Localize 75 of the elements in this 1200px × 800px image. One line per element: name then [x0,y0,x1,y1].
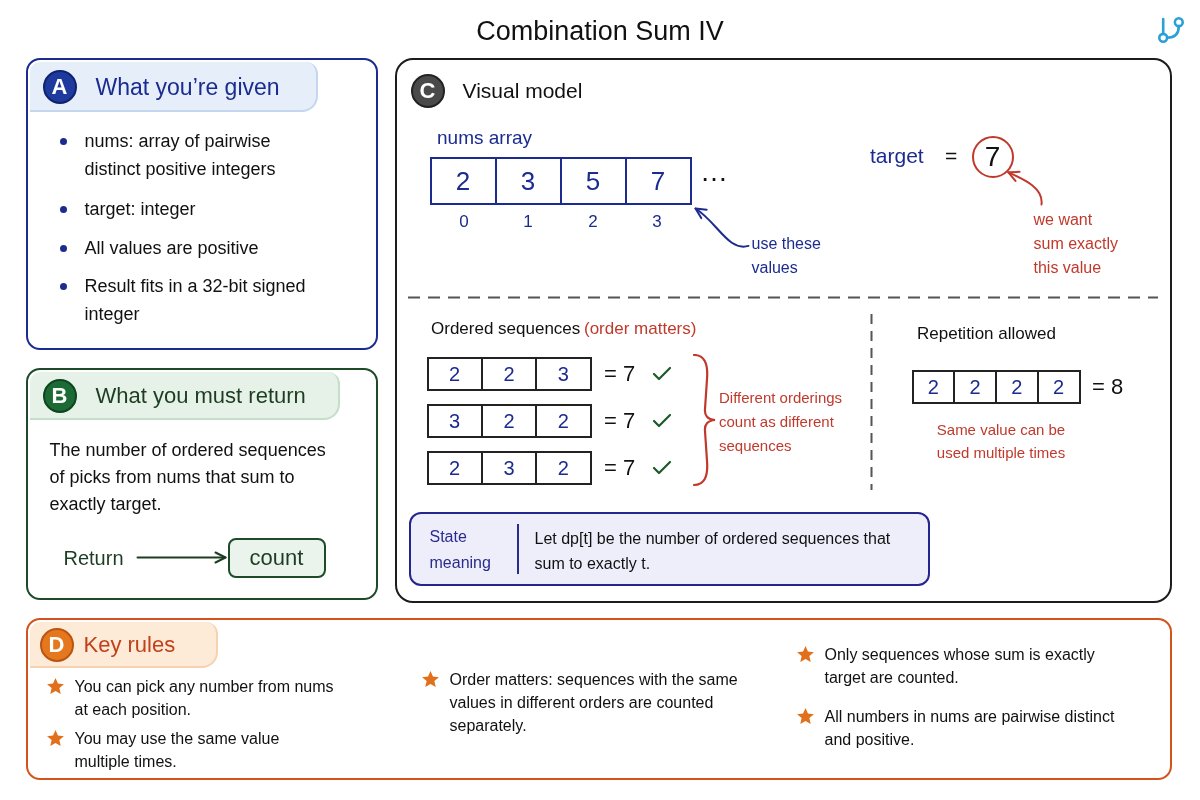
info-panel [26,368,378,600]
header-tab [29,61,318,112]
array-cell: 2 [995,371,1037,402]
array-cell: 2 [480,358,536,389]
section-title: Key rules [83,630,176,659]
index-number: 3 [651,211,663,233]
page-title: Combination Sum IV [476,15,724,48]
annotation-text: use these values [751,231,854,280]
label-text: Return [63,542,124,573]
array-cell-text: 2 [448,455,462,481]
variable-name: target [870,143,924,169]
index-number: 0 [458,211,470,233]
array-cell: 7 [624,158,690,203]
model-panel [395,58,1172,603]
letter-badge: C [410,73,445,108]
bullet-text: target: integer [84,197,197,221]
bullet-text: All values are positive [84,236,260,260]
index-number: 1 [522,211,534,233]
array-cell-text: 3 [448,408,462,434]
array-cell: 2 [953,371,995,402]
array-cell: 3 [535,358,590,389]
caption-text: nums array [437,126,533,150]
curved-arrow [1007,170,1043,206]
array-strip [429,156,692,205]
section-heading: Repetition allowed [917,323,1056,345]
arrow [136,551,227,564]
rule-text: You may use the same value multiple times. [74,728,281,772]
array-strip [911,369,1081,404]
array-cell: 2 [535,405,590,436]
array-cell: 2 [1036,371,1079,402]
bullet-text: nums: array of pairwise distinct positive integers [84,129,277,181]
equation-text: = 7 [604,360,636,388]
bullet-text: Result fits in a 32-bit signed integer [84,274,307,326]
header-tab [29,621,218,668]
ellipsis-text: … [700,158,730,186]
rule-text: All numbers in nums are pairwise distinct and positive. [824,706,1115,750]
letter-badge: A [42,69,77,104]
state-box [408,511,930,586]
equation-text: = 8 [1092,373,1124,401]
array-cell: 3 [494,158,560,203]
annotation-text: we want sum exactly this value [1033,207,1122,280]
array-strip [426,450,592,485]
info-panel [26,58,378,350]
section-heading: (order matters) [584,318,697,340]
array-cell-text: 2 [926,374,940,400]
section-title: What you’re given [95,72,280,101]
array-cell: 3 [480,452,536,483]
array-strip [426,403,592,438]
rules-panel [26,618,1172,780]
index-number: 2 [587,211,599,233]
equation-text: = 7 [604,407,636,435]
section-title: Visual model [462,77,583,104]
array-cell: 2 [480,405,536,436]
header-tab [29,371,340,420]
array-cell-text: 2 [448,361,462,387]
curved-arrow [694,207,750,248]
section-heading: Ordered sequences [431,318,581,340]
array-cell-text: 2 [454,164,472,198]
definition-text: Let dp[t] be the number of ordered sequences that sum to exactly t. [534,528,892,574]
rule-text: You can pick any number from nums at each position. [74,676,335,720]
array-cell: 2 [535,452,590,483]
rule-text: Order matters: sequences with the same values in different orders are counted separately. [449,669,739,736]
equals-sign: = [945,143,958,169]
letter-badge: D [39,627,74,662]
section-title: What you must return [95,381,306,410]
equation-text: = 7 [604,454,636,482]
array-cell: 5 [559,158,625,203]
term-label: State meaning [429,526,492,573]
result-box: count [227,537,326,578]
rule-text: Only sequences whose sum is exactly target are counted. [824,644,1096,688]
description-text: The number of ordered sequences of picks from nums that sum to exactly target. [49,438,327,516]
array-strip [426,356,592,391]
note-text: Different orderings count as different sequences [719,388,844,456]
letter-badge: B [42,378,77,413]
note-text: Same value can be used multiple times [935,420,1067,463]
